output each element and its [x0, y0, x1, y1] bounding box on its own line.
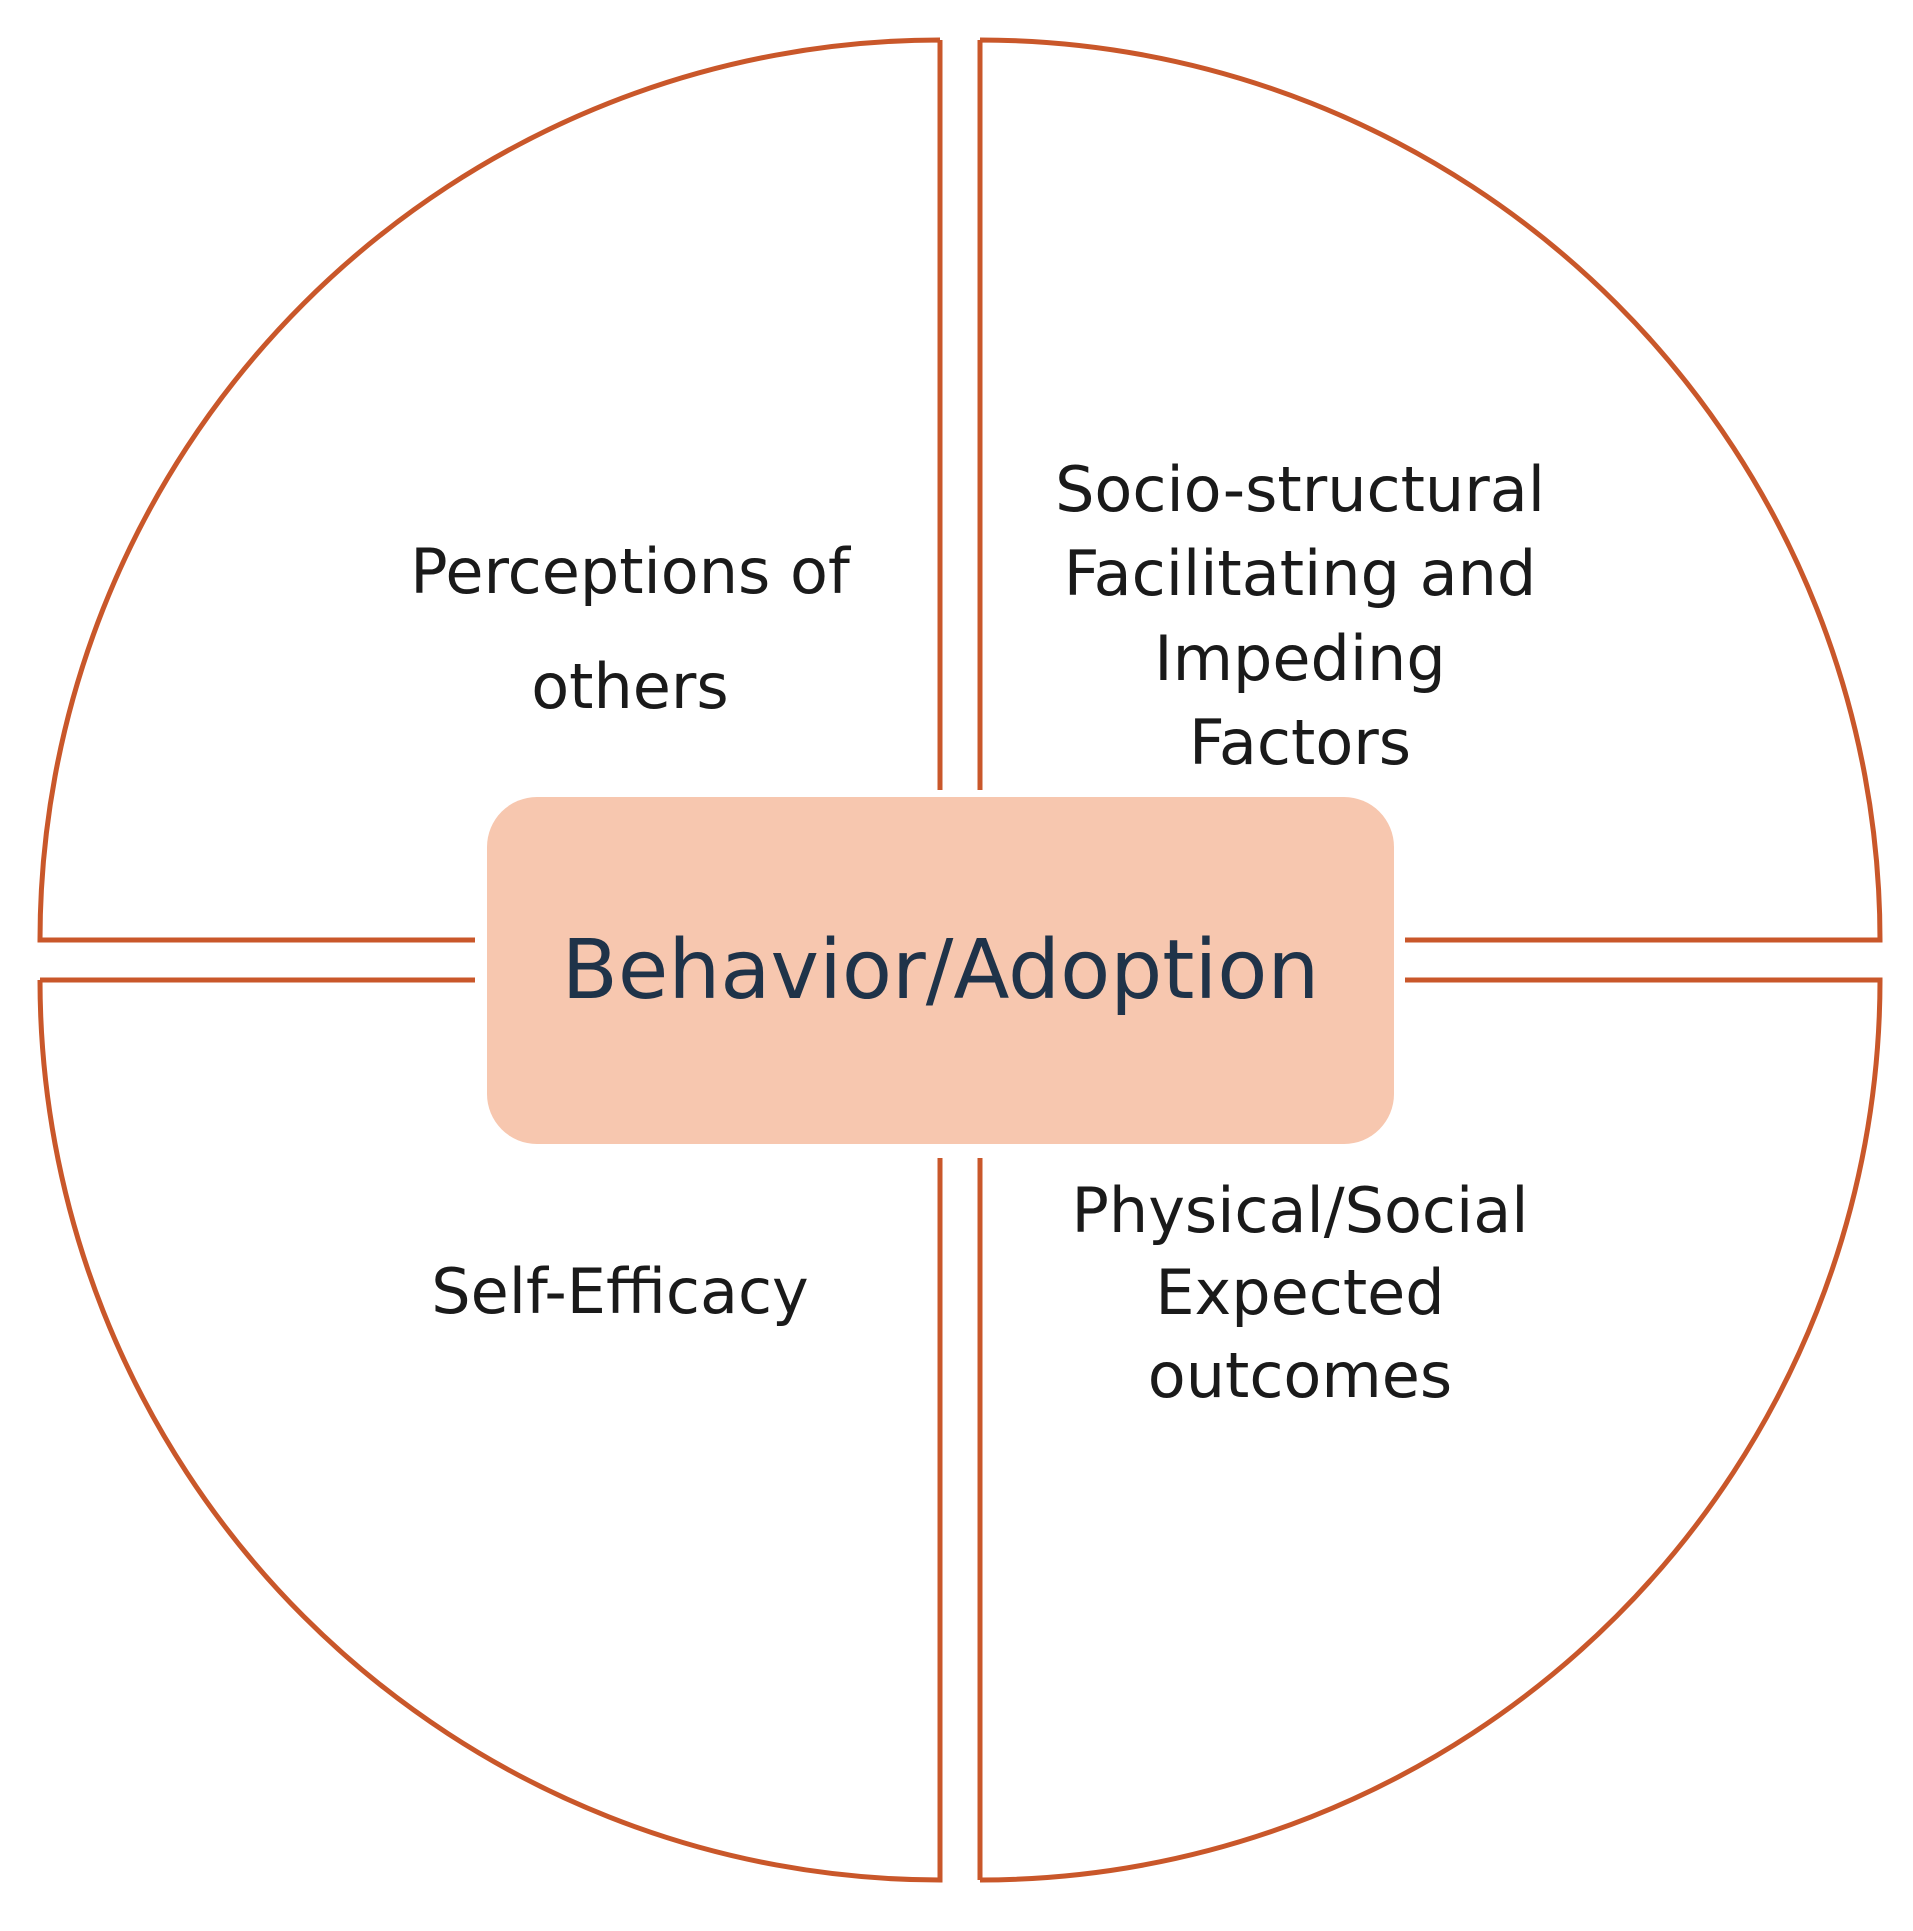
quadrant-bottom-left-outline — [37, 977, 943, 1883]
center-box: Behavior/Adoption — [487, 797, 1394, 1144]
quadrant-top-right-outline — [977, 37, 1883, 943]
quadrant-bottom-right-label: Physical/Social Expected outcomes — [1071, 1174, 1529, 1412]
quadrant-top-left-outline — [37, 37, 943, 943]
center-label: Behavior/Adoption — [561, 923, 1320, 1018]
quadrant-bottom-left-label: Self-Efficacy — [431, 1255, 809, 1328]
quadrant-top-left-label: Perceptions of others — [410, 535, 850, 723]
quadrant-top-right-label: Socio-structural Facilitating and Impedi… — [1055, 453, 1545, 779]
quadrant-bottom-right-outline — [977, 977, 1883, 1883]
